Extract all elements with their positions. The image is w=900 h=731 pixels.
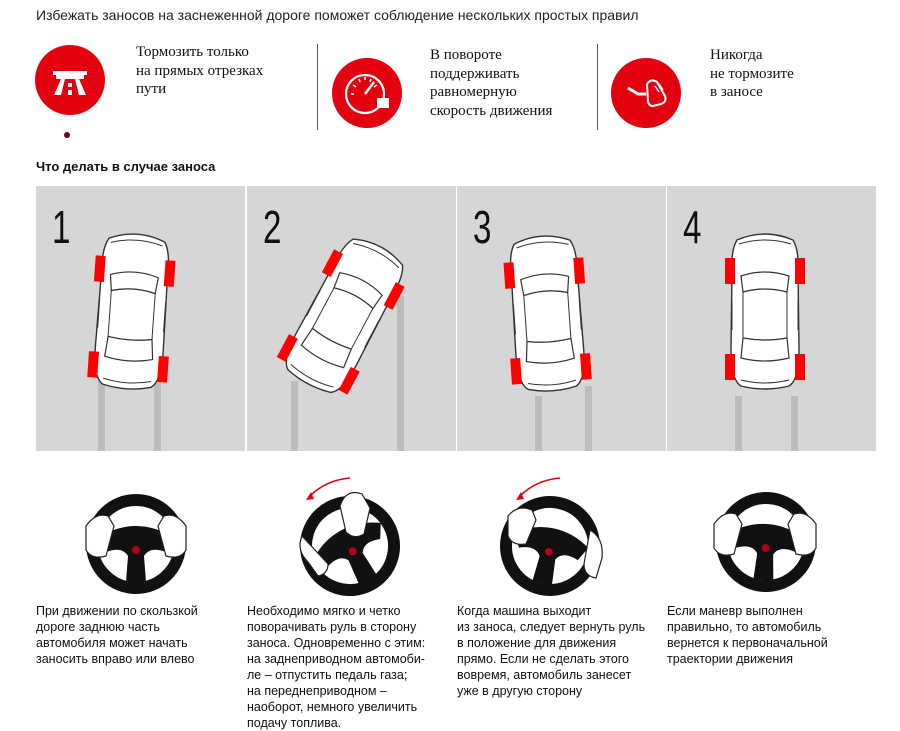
step-description: Если маневр выполнен правильно, то автом… [667, 604, 828, 666]
road-brake-icon [35, 45, 105, 115]
step-number: 4 [683, 201, 702, 253]
step-number: 3 [473, 201, 492, 253]
step-description: Когда машина выходит из заноса, следует … [457, 604, 646, 698]
step-panel-1: 1 [36, 186, 245, 451]
foot-no-brake-icon [611, 58, 681, 128]
headline: Избежать заносов на заснеженной дороге п… [36, 7, 639, 23]
speedometer-icon [332, 58, 402, 128]
step-panel-3: 3 [457, 186, 666, 451]
tip-text-brake: Тормозить только на прямых отрезках пути [136, 44, 264, 97]
steering-wheel-icon [688, 466, 848, 596]
step-panel-4: 4 [667, 186, 876, 451]
steering-wheel-icon [480, 466, 640, 596]
step-number: 2 [263, 201, 282, 253]
steering-wheel-icon [60, 466, 220, 596]
section-title: Что делать в случае заноса [36, 159, 216, 174]
step-description: Необходимо мягко и четко поворачивать ру… [247, 604, 426, 730]
tip-text-speed: В повороте поддерживать равномерную скор… [430, 47, 553, 119]
steering-wheel-icon [270, 466, 430, 596]
step-number: 1 [52, 201, 71, 253]
divider [597, 44, 598, 130]
step-panel-2: 2 [247, 186, 456, 451]
step-description: При движении по скользкой дороге заднюю … [36, 604, 198, 666]
tip-text-skid: Никогда не тормозите в заносе [710, 47, 794, 100]
marker-dot [64, 132, 70, 138]
divider [317, 44, 318, 130]
